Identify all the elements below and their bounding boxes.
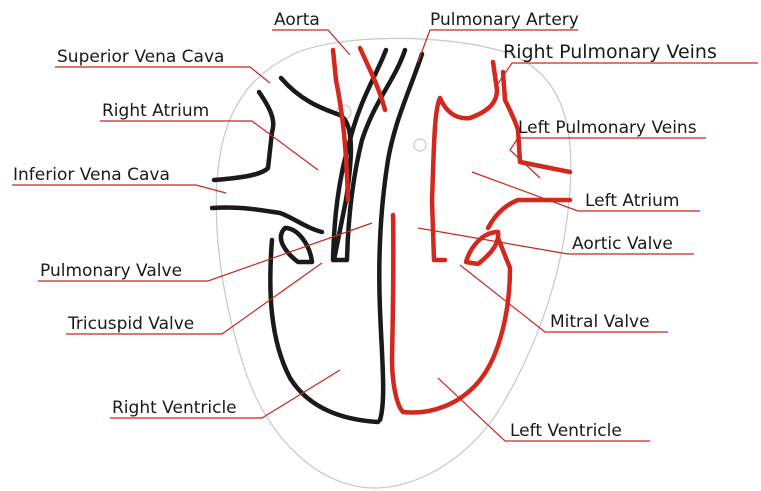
left-heart-vessels [333, 48, 570, 413]
left-ventricle-wall [403, 238, 510, 413]
label-aorta: Aorta [274, 10, 320, 30]
label-right-pulmonary-veins: Right Pulmonary Veins [503, 41, 717, 63]
leader-aorta [272, 30, 350, 55]
leader-left-pulmonary-veins [510, 138, 706, 178]
right-ventricle-wall [270, 240, 378, 422]
leader-superior-vena-cava [55, 67, 270, 83]
leader-inferior-vena-cava [12, 185, 226, 193]
leader-right-atrium [100, 121, 318, 170]
label-left-atrium: Left Atrium [585, 191, 679, 211]
label-superior-vena-cava: Superior Vena Cava [57, 47, 224, 67]
label-right-ventricle: Right Ventricle [112, 398, 237, 418]
right-pulmonary-vein [432, 62, 497, 260]
label-right-atrium: Right Atrium [102, 101, 209, 121]
leader-right-pulmonary-veins [497, 63, 758, 85]
label-mitral-valve: Mitral Valve [550, 312, 650, 332]
label-tricuspid-valve: Tricuspid Valve [67, 314, 194, 334]
left-atrium-wall [488, 200, 570, 228]
label-left-ventricle: Left Ventricle [510, 421, 622, 441]
tricuspid-flap [281, 228, 312, 262]
label-left-pulmonary-veins: Left Pulmonary Veins [518, 118, 697, 138]
inferior-vena-cava-wall [212, 207, 322, 232]
label-pulmonary-valve: Pulmonary Valve [40, 261, 182, 281]
septum-left [392, 215, 403, 412]
label-inferior-vena-cava: Inferior Vena Cava [13, 165, 170, 185]
pulmonary-opening [414, 139, 426, 151]
label-aortic-valve: Aortic Valve [572, 234, 673, 254]
label-pulmonary-artery: Pulmonary Artery [430, 10, 579, 30]
right-atrium-outer-wall [214, 92, 273, 180]
